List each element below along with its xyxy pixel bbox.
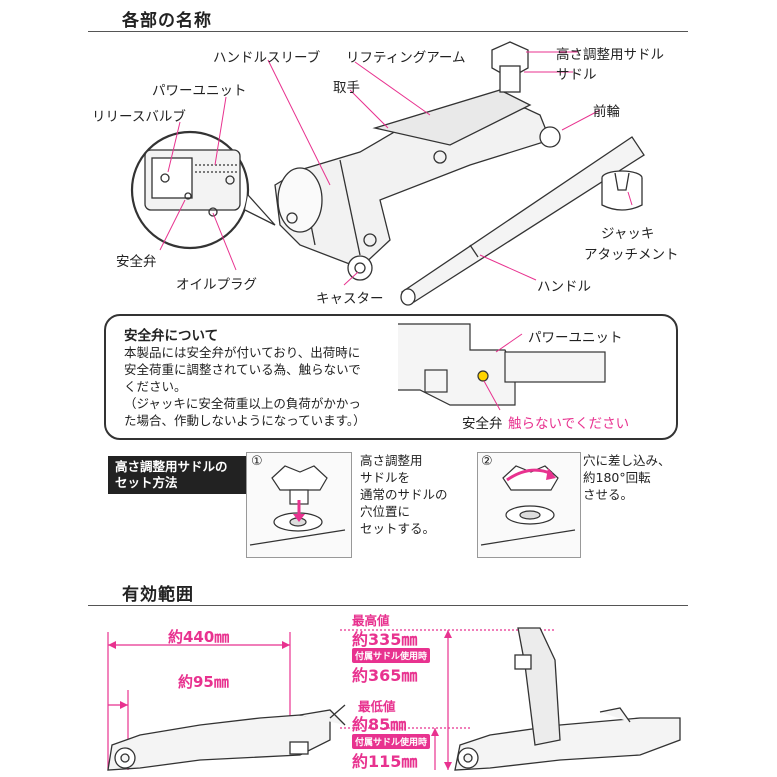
safety-line: （ジャッキに安全荷重以上の負荷がかかっ (124, 396, 361, 411)
label-caster: キャスター (316, 291, 384, 307)
label-oil-plug: オイルプラグ (176, 277, 257, 293)
parts-section-title: 各部の名称 (122, 11, 212, 31)
divider (88, 605, 688, 606)
label-power-unit: パワーユニット (152, 83, 247, 99)
range-section-title: 有効範囲 (122, 585, 194, 605)
label-jack-attachment-2: アタッチメント (584, 247, 679, 263)
step1-number: ① (251, 454, 263, 469)
max-label: 最高値 (352, 613, 390, 628)
step2-line: 約180°回転 (583, 470, 651, 485)
label-saddle: サドル (556, 67, 597, 83)
safety-text: 本製品には安全弁が付いており、出荷時に 安全荷重に調整されている為、触らないで … (124, 344, 394, 429)
safety-line: ください。 (124, 379, 187, 394)
label-jack-attachment-1: ジャッキ (601, 226, 655, 242)
label-handle-sleeve: ハンドルスリーブ (213, 50, 321, 66)
step2-text: 穴に差し込み、 約180°回転 させる。 (583, 452, 671, 503)
safety-line: た場合、作動しないようになっています。） (124, 413, 366, 428)
step2-line: 穴に差し込み、 (583, 453, 671, 468)
valve-label: 安全弁 (462, 416, 503, 432)
min-label: 最低値 (358, 699, 396, 714)
max-saddle-value: 約365㎜ (352, 666, 418, 685)
step2-line: させる。 (583, 487, 634, 502)
label-grip: 取手 (333, 80, 360, 96)
step2-number: ② (481, 454, 493, 469)
max-value: 約335㎜ (352, 630, 418, 649)
length-value: 約440㎜ (168, 628, 230, 646)
min-saddle-pill: 付属サドル使用時 (352, 734, 431, 749)
step1-line: 高さ調整用 (360, 453, 423, 468)
safety-note-box (104, 314, 678, 440)
step1-line: セットする。 (360, 521, 436, 536)
max-saddle-pill: 付属サドル使用時 (352, 648, 431, 663)
min-value: 約85㎜ (352, 715, 407, 734)
step2-frame (477, 452, 581, 558)
label-lifting-arm: リフティングアーム (346, 50, 466, 66)
safety-line: 安全荷重に調整されている為、触らないで (124, 362, 361, 377)
do-not-touch-warning: 触らないでください (508, 416, 630, 432)
min-saddle-value: 約115㎜ (352, 752, 418, 771)
pu-label: パワーユニット (528, 330, 623, 346)
label-adj-saddle: 高さ調整用サドル (556, 47, 664, 63)
min-reach-value: 約95㎜ (178, 673, 229, 691)
label-release-valve: リリースバルブ (92, 109, 186, 125)
tag-line: 高さ調整用サドルの (115, 459, 228, 474)
step1-line: 通常のサドルの (360, 487, 448, 502)
label-safety-valve: 安全弁 (116, 254, 157, 270)
label-handle: ハンドル (537, 279, 591, 295)
tag-line: セット方法 (115, 475, 178, 490)
divider (88, 31, 688, 32)
step1-line: サドルを (360, 470, 411, 485)
step1-line: 穴位置に (360, 504, 411, 519)
step1-text: 高さ調整用 サドルを 通常のサドルの 穴位置に セットする。 (360, 452, 448, 537)
label-front-wheel: 前輪 (593, 104, 620, 120)
safety-line: 本製品には安全弁が付いており、出荷時に (124, 345, 361, 360)
saddle-setup-tag: 高さ調整用サドルの セット方法 (108, 456, 250, 494)
safety-heading: 安全弁について (124, 328, 219, 344)
